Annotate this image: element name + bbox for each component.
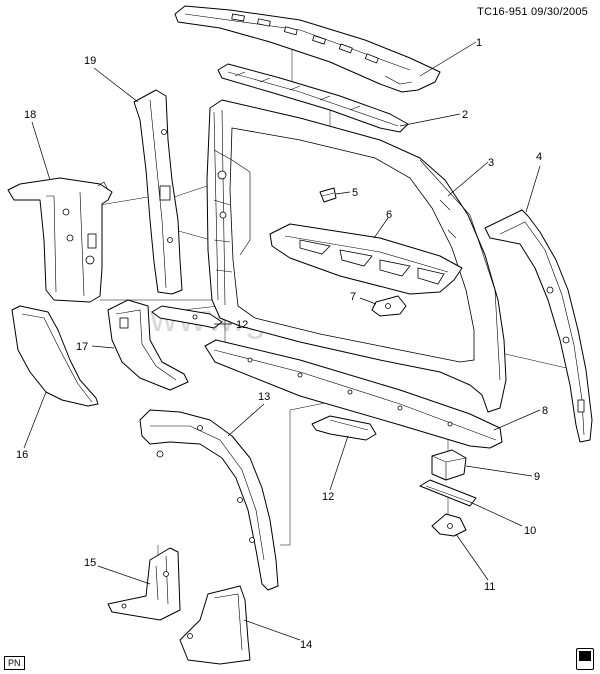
callout-19: 19	[84, 55, 96, 67]
callout-leaders	[23, 41, 541, 641]
part-16-lower-panel	[11, 305, 99, 407]
callout-2: 2	[462, 109, 468, 121]
part-1-roof-header-panel	[174, 5, 441, 93]
part-7-bracket	[371, 295, 407, 317]
callout-16: 16	[16, 449, 28, 461]
part-8-lower-sill	[204, 339, 503, 449]
part-15-pillar-bracket	[107, 547, 181, 621]
part-9-mount-block	[431, 449, 467, 481]
part-10-strap-bracket	[419, 479, 477, 507]
callout-12-lower: 12	[322, 491, 334, 503]
part-6-window-lower-panel	[269, 223, 463, 295]
part-18-hinge-pillar	[7, 177, 113, 303]
callout-10: 10	[524, 525, 536, 537]
part-13-wheelhouse	[139, 409, 279, 591]
part-11-support-bracket	[431, 513, 467, 537]
callout-12-upper: 12	[236, 319, 248, 331]
callout-13: 13	[258, 391, 270, 403]
part-14-wheelhouse-panel	[179, 585, 251, 665]
part-2-rear-header-rail	[217, 63, 409, 133]
callout-3: 3	[488, 157, 494, 169]
pn-label: PN	[4, 656, 25, 670]
callout-17: 17	[76, 341, 88, 353]
callout-4: 4	[536, 151, 542, 163]
callout-1: 1	[476, 37, 482, 49]
part-17-front-support	[107, 299, 189, 391]
callout-9: 9	[534, 471, 540, 483]
part-5-clip	[319, 187, 337, 203]
gm-logo-icon	[576, 648, 594, 670]
callout-labels: 1 2 3 4 5 6 7 8 9 10 11 12 12 13 14 15 1…	[16, 37, 548, 651]
callout-7: 7	[350, 291, 356, 303]
part-12-lower-bracket	[311, 415, 377, 441]
callout-6: 6	[386, 209, 392, 221]
callout-5: 5	[352, 187, 358, 199]
document-id: TC16-951 09/30/2005	[477, 6, 588, 18]
callout-8: 8	[542, 405, 548, 417]
part-19-front-pillar	[133, 89, 183, 295]
callout-11: 11	[484, 581, 495, 593]
callout-14: 14	[300, 639, 312, 651]
part-12-upper-bracket	[151, 305, 223, 329]
callout-15: 15	[84, 557, 96, 569]
part-4-rear-pillar	[484, 209, 593, 443]
callout-18: 18	[24, 109, 36, 121]
